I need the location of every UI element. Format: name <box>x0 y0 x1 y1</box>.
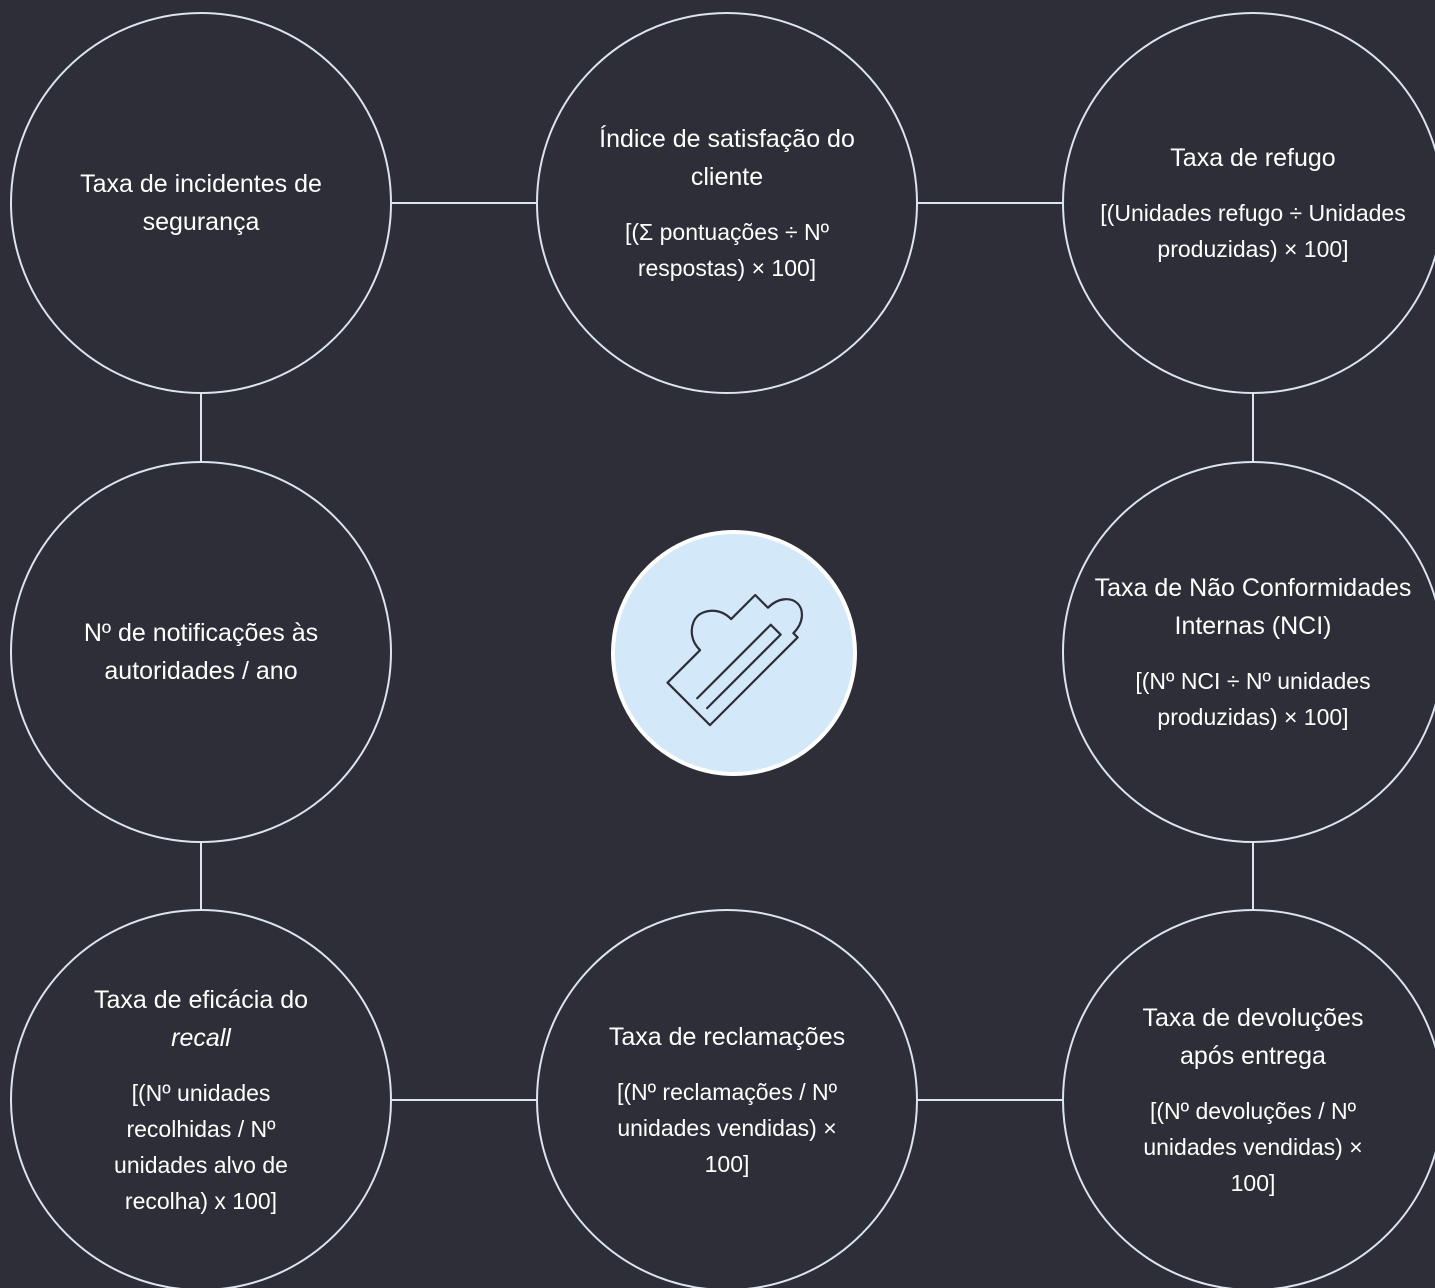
node-formula: [(Nº reclamações / Nº unidades vendidas)… <box>616 1079 838 1177</box>
node-nci: Taxa de Não Conformidades Internas (NCI)… <box>1078 497 1428 807</box>
node-formula: [(Nº NCI ÷ Nº unidades produzidas) × 100… <box>1135 668 1371 730</box>
node-title: Índice de satisfação do cliente <box>599 125 855 191</box>
node-scrap: Taxa de refugo [(Unidades refugo ÷ Unida… <box>1068 48 1435 358</box>
node-circle-complaints <box>536 909 918 1288</box>
node-formula: [(Nº devoluções / Nº unidades vendidas) … <box>1143 1098 1363 1196</box>
node-title: Taxa de eficácia do recall <box>86 981 316 1057</box>
node-complaints: Taxa de reclamações [(Nº reclamações / N… <box>572 945 882 1255</box>
node-formula: [(Nº unidades recolhidas / Nº unidades a… <box>114 1080 288 1214</box>
node-recall: Taxa de eficácia do recall [(Nº unidades… <box>46 945 356 1255</box>
node-formula: [(Unidades refugo ÷ Unidades produzidas)… <box>1100 200 1406 262</box>
node-title: Taxa de reclamações <box>608 1023 846 1051</box>
node-notifications: Nº de notificações às autoridades / ano <box>46 497 356 807</box>
node-title: Taxa de incidentes de segurança <box>80 170 322 236</box>
node-title-prefix: Taxa de eficácia do <box>93 986 309 1014</box>
node-title-emphasis: recall <box>171 1024 231 1052</box>
node-satisfaction: Índice de satisfação do cliente [(Σ pont… <box>572 48 882 358</box>
node-title: Taxa de refugo <box>1170 144 1336 172</box>
node-circle-returns <box>1062 909 1435 1288</box>
node-returns: Taxa de devoluções após entrega [(Nº dev… <box>1098 945 1408 1255</box>
node-title: Taxa de Não Conformidades Internas (NCI) <box>1094 574 1412 640</box>
node-title: Taxa de devoluções após entrega <box>1142 1004 1364 1070</box>
node-circle-satisfaction <box>536 12 918 394</box>
node-circle-notifications <box>10 461 392 843</box>
center-hub <box>611 530 857 776</box>
node-circle-safety <box>10 12 392 394</box>
node-circle-recall <box>10 909 392 1288</box>
puzzle-piece-icon <box>666 593 803 727</box>
node-circle-nci <box>1062 461 1435 843</box>
node-formula: [(Σ pontuações ÷ Nº respostas) × 100] <box>624 219 829 281</box>
node-circle-scrap <box>1062 12 1435 394</box>
node-safety: Taxa de incidentes de segurança <box>46 48 356 358</box>
node-title: Nº de notificações às autoridades / ano <box>83 619 319 685</box>
